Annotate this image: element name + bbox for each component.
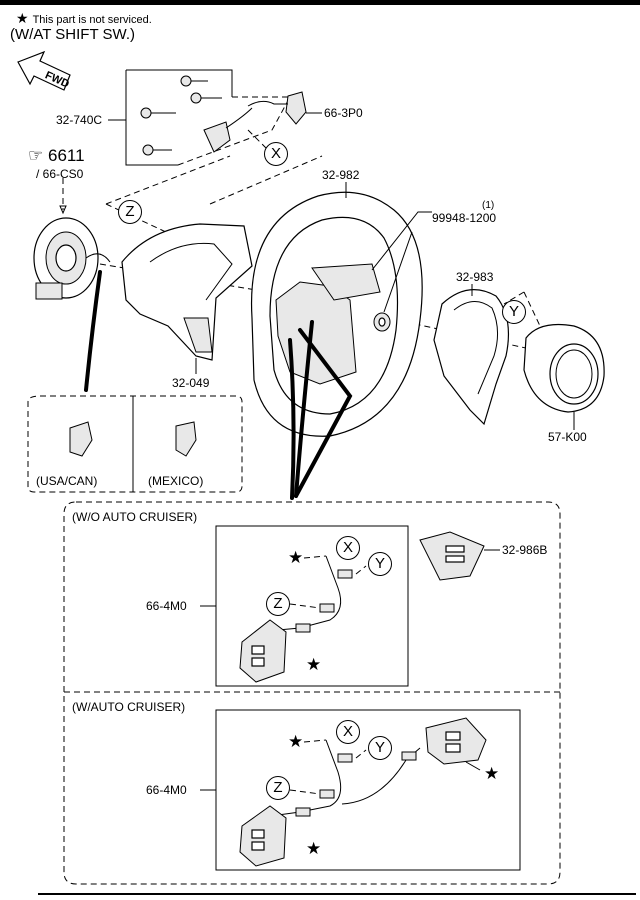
switch-harness-icon bbox=[255, 739, 421, 819]
paddle-switch-icon bbox=[203, 91, 307, 153]
switch-panel-icon bbox=[419, 531, 485, 581]
callout-x: X bbox=[264, 142, 288, 166]
section-w-auto-cruiser: (W/AUTO CRUISER) bbox=[72, 700, 186, 714]
part-label-32-049[interactable]: 32-049 bbox=[172, 376, 210, 390]
horn-contact-mexico-icon bbox=[175, 421, 197, 457]
paddle-shift-box bbox=[108, 69, 322, 166]
star-icon: ★ bbox=[288, 732, 304, 751]
horn-contact-usa-icon bbox=[69, 421, 93, 457]
part-label-32-740c[interactable]: 32-740C bbox=[56, 113, 103, 127]
star-icon: ★ bbox=[306, 655, 322, 674]
reference-6611[interactable]: ☞ 6611 bbox=[28, 147, 85, 165]
top-rule bbox=[0, 0, 640, 5]
not-serviced-note: ★This part is not serviced. bbox=[16, 11, 152, 27]
star-icon: ★ bbox=[16, 10, 29, 26]
section-wo-auto-cruiser: (W/O AUTO CRUISER) bbox=[72, 510, 198, 524]
clock-spring-icon bbox=[33, 178, 111, 300]
steering-switch-icon bbox=[239, 805, 287, 867]
star-icon: ★ bbox=[306, 839, 322, 858]
cruise-switch-icon bbox=[425, 717, 487, 765]
steering-switch-icon bbox=[239, 619, 287, 683]
callout-z: Z bbox=[266, 592, 290, 616]
nut-icon bbox=[373, 312, 391, 332]
bolt-icon bbox=[140, 107, 176, 119]
part-label-66-3p0[interactable]: 66-3P0 bbox=[324, 106, 363, 120]
part-label-32-986b[interactable]: 32-986B bbox=[502, 543, 548, 557]
callout-x: X bbox=[336, 536, 360, 560]
bezel-icon bbox=[433, 289, 510, 426]
callout-y: Y bbox=[368, 736, 392, 760]
callout-z: Z bbox=[266, 776, 290, 800]
bolt-icon bbox=[190, 92, 222, 104]
part-label-66-4m0-wo[interactable]: 66-4M0 bbox=[146, 599, 187, 613]
not-serviced-text: This part is not serviced. bbox=[32, 14, 152, 26]
qty-label-99948: (1) bbox=[482, 200, 495, 211]
region-usa-can: (USA/CAN) bbox=[36, 474, 98, 488]
switch-harness-icon bbox=[255, 553, 367, 633]
fwd-label: FWD bbox=[43, 69, 71, 90]
callout-y: Y bbox=[502, 300, 526, 324]
star-icon: ★ bbox=[288, 548, 304, 567]
bolt-icon bbox=[180, 75, 208, 87]
fwd-arrow-icon: FWD bbox=[17, 50, 71, 91]
part-label-32-983[interactable]: 32-983 bbox=[456, 270, 494, 284]
bolt-icon bbox=[142, 144, 172, 156]
pointing-hand-icon: ☞ bbox=[28, 146, 44, 165]
steering-rear-cover-icon bbox=[121, 223, 253, 361]
bottom-rule bbox=[38, 893, 636, 895]
airbag-module-icon bbox=[523, 323, 605, 413]
callout-z: Z bbox=[118, 200, 142, 224]
callout-x: X bbox=[336, 720, 360, 744]
ref-6611-label: 6611 bbox=[47, 146, 85, 165]
star-icon: ★ bbox=[484, 764, 500, 783]
variant-title: (W/AT SHIFT SW.) bbox=[10, 26, 135, 43]
callout-y: Y bbox=[368, 552, 392, 576]
region-mexico: (MEXICO) bbox=[148, 474, 204, 488]
part-label-57-k00[interactable]: 57-K00 bbox=[548, 430, 587, 444]
part-label-99948-1200[interactable]: 99948-1200 bbox=[432, 211, 497, 225]
part-label-32-982[interactable]: 32-982 bbox=[322, 168, 360, 182]
steering-wheel-icon bbox=[250, 191, 423, 437]
part-label-66-cs0[interactable]: / 66-CS0 bbox=[36, 167, 84, 181]
part-label-66-4m0-w[interactable]: 66-4M0 bbox=[146, 783, 187, 797]
